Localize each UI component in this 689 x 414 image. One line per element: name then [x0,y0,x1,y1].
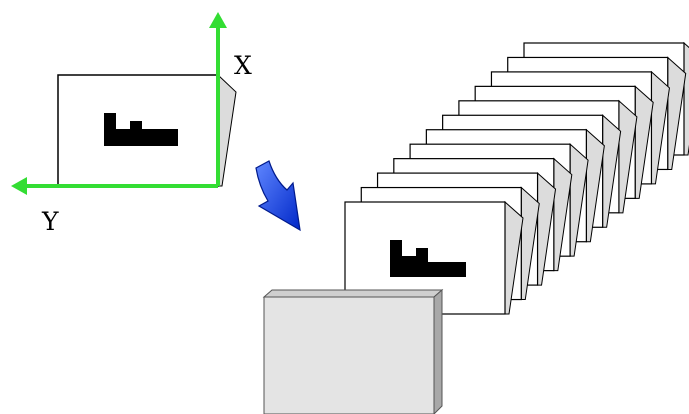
x-axis-label: X [234,51,252,80]
stack-frame-side [683,41,689,156]
x-axis-arrowhead-icon [209,12,227,28]
y-axis-label: Y [41,207,59,236]
filter-block [262,288,444,414]
stack-f-glyph-icon [390,240,466,277]
y-axis-arrowhead-icon [11,177,27,195]
filter-block-face [263,296,435,414]
filter-block-top [262,289,444,298]
transform-arrow-shape [255,160,301,232]
source-image-side [217,73,237,187]
filter-block-side [433,288,443,414]
transform-arrow-icon [255,160,301,232]
source-image-group: X Y [11,12,252,236]
source-f-glyph-icon [104,113,178,146]
image-stack [344,41,689,315]
